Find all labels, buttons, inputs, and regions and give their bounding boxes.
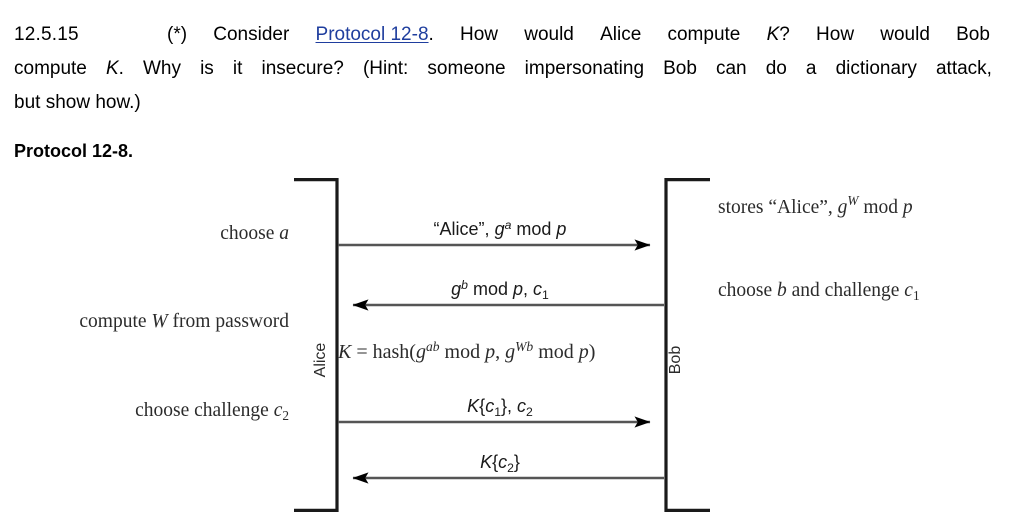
exercise-word: someone bbox=[427, 58, 506, 79]
message-label-4: K{c2} bbox=[480, 452, 520, 475]
left-note-choose-a: choose a bbox=[220, 223, 289, 244]
exercise-word: How bbox=[816, 24, 855, 45]
exercise-word: it bbox=[232, 58, 243, 79]
exercise-word: insecure? bbox=[261, 58, 344, 79]
exercise-line-2: compute K. Why is it insecure? (Hint: so… bbox=[14, 52, 992, 86]
exercise-word: would bbox=[880, 24, 930, 45]
alice-lifeline-bracket bbox=[294, 178, 339, 512]
exercise-word: attack, bbox=[935, 58, 992, 79]
bob-lifeline-bracket bbox=[664, 178, 710, 512]
exercise-word: a bbox=[805, 58, 817, 79]
right-note-choose-b: choose b and challenge c1 bbox=[718, 280, 920, 303]
exercise-word: can bbox=[715, 58, 747, 79]
exercise-word: K? bbox=[766, 24, 790, 45]
exercise-line-1: 12.5.15 (*) Consider Protocol 12-8. How … bbox=[14, 18, 990, 52]
exercise-word: Bob bbox=[663, 58, 697, 79]
exercise-word: do bbox=[765, 58, 787, 79]
exercise-word: How bbox=[460, 24, 499, 45]
exercise-word: Bob bbox=[956, 24, 990, 45]
message-label-1: “Alice”, ga mod p bbox=[434, 218, 567, 239]
exercise-word: impersonating bbox=[524, 58, 645, 79]
exercise-text-block: 12.5.15 (*) Consider Protocol 12-8. How … bbox=[14, 18, 998, 120]
bob-party-label: Bob bbox=[667, 346, 684, 375]
exercise-consider-word: Consider bbox=[213, 24, 290, 45]
exercise-word: is bbox=[200, 58, 214, 79]
key-computation-label: K = hash(gab mod p, gWb mod p) bbox=[337, 339, 595, 363]
left-note-compute-w: compute W from password bbox=[79, 311, 289, 332]
message-label-3: K{c1}, c2 bbox=[467, 396, 533, 419]
exercise-word: Why bbox=[143, 58, 181, 79]
exercise-line1-post: . bbox=[428, 24, 434, 45]
protocol-link-wrapper[interactable]: Protocol 12-8. bbox=[316, 18, 434, 52]
protocol-diagram: Alice Bob “Alice”, ga mod p gb mod p, c1… bbox=[0, 160, 1024, 532]
exercise-word: Alice bbox=[600, 24, 642, 45]
exercise-word: compute bbox=[14, 58, 87, 79]
message-arrow-3: K{c1}, c2 bbox=[338, 396, 651, 428]
right-note-stores-alice: stores “Alice”, gW mod p bbox=[718, 193, 913, 218]
message-arrow-2: gb mod p, c1 bbox=[352, 278, 664, 311]
message-label-2: gb mod p, c1 bbox=[451, 278, 549, 302]
left-note-choose-challenge-c2: choose challenge c2 bbox=[135, 400, 289, 423]
alice-party-label: Alice bbox=[312, 343, 329, 378]
exercise-marker: (*) bbox=[167, 24, 188, 45]
exercise-number: 12.5.15 bbox=[14, 24, 79, 45]
exercise-word: (Hint: bbox=[362, 58, 409, 79]
exercise-word: compute bbox=[667, 24, 741, 45]
exercise-line-3: but show how.) bbox=[14, 92, 141, 113]
protocol-sequence-diagram: Alice Bob “Alice”, ga mod p gb mod p, c1… bbox=[79, 178, 920, 512]
exercise-word: K. bbox=[105, 58, 124, 79]
message-arrow-4: K{c2} bbox=[352, 452, 664, 484]
message-arrow-1: “Alice”, ga mod p bbox=[338, 218, 651, 251]
exercise-word: dictionary bbox=[835, 58, 917, 79]
protocol-caption: Protocol 12-8. bbox=[14, 141, 134, 161]
exercise-word: would bbox=[524, 24, 574, 45]
protocol-12-8-link[interactable]: Protocol 12-8 bbox=[315, 24, 429, 45]
